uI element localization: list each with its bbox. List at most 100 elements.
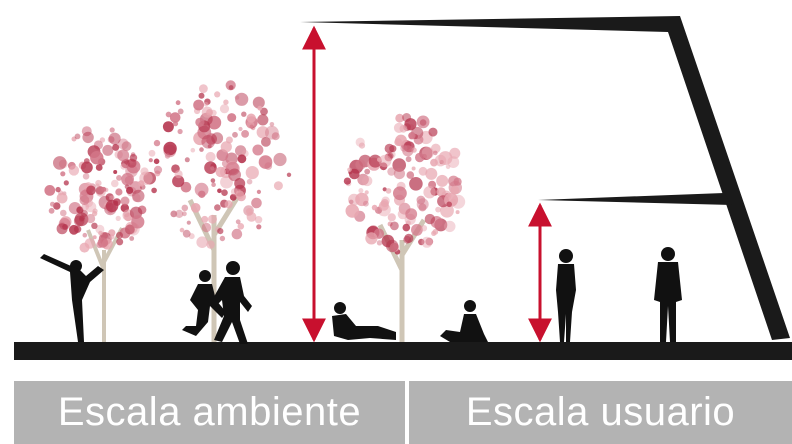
foliage-dot [404,118,417,131]
foliage-dot [238,126,243,132]
foliage-dot [252,96,265,109]
foliage-dot [153,165,163,174]
foliage-dot [63,180,69,186]
foliage-dot [91,210,98,217]
foliage-dot [165,111,172,118]
foliage-dot [234,178,246,189]
foliage-dot [86,213,96,224]
foliage-dot [418,203,427,212]
foliage-dot [405,208,418,221]
foliage-dot [198,92,205,99]
foliage-dot [217,228,224,235]
foliage-dot [132,189,145,203]
foliage-dot [76,206,84,214]
foliage-dot [210,178,216,183]
foliage-dot [257,114,269,126]
foliage-dot [430,158,438,167]
foliage-dot [425,167,438,180]
foliage-dot [138,180,145,187]
foliage-dot [378,154,392,168]
foliage-dot [182,211,187,217]
foliage-dot [256,189,261,194]
foliage-dot [402,145,414,157]
foliage-dot [376,240,383,246]
foliage-dot [257,105,263,111]
foliage-dot [444,220,456,233]
ambient-scale-label: Escala ambiente [14,381,405,444]
foliage-dot [382,187,387,192]
foliage-dot [116,175,122,181]
foliage-dot [343,177,351,185]
foliage-dot [151,187,157,194]
foliage-dot [271,132,280,141]
foliage-dot [120,163,127,170]
foliage-dot [418,238,425,246]
foliage-dot [254,216,263,224]
foliage-dot [445,164,451,170]
foliage-dot [252,144,264,156]
foliage-dot [115,215,121,221]
foliage-dot [207,144,212,149]
foliage-dot [418,166,428,176]
foliage-dot [174,170,183,179]
foliage-dot [385,188,392,194]
foliage-dot [423,186,436,199]
foliage-dot [435,206,441,213]
foliage-dot [393,186,407,201]
foliage-dot [199,84,208,93]
foliage-dot [91,222,98,229]
yoga-figure-silhouette [40,254,104,342]
foliage-dot [101,186,107,192]
foliage-dot [177,128,183,135]
foliage-dot [129,236,135,241]
foliage-dot [190,203,201,213]
foliage-dot [153,158,160,165]
foliage-dot [73,215,85,227]
reclining-person-silhouette [332,302,396,340]
foliage-dot [408,132,416,140]
foliage-dot [438,151,453,166]
tree-center-left [148,80,292,345]
foliage-dot [177,108,184,115]
foliage-dot [237,223,245,230]
foliage-dot [421,236,433,248]
foliage-dot [221,189,228,196]
foliage-dot [265,125,279,140]
foliage-dot [347,167,352,173]
foliage-dot [406,171,415,179]
foliage-dot [206,240,215,249]
foliage-dot [201,222,212,233]
foliage-dot [208,214,217,224]
foliage-dot [228,168,242,182]
foliage-dot [409,177,423,191]
foliage-dot [286,172,292,177]
tree-left [44,126,156,345]
foliage-dot [50,201,55,207]
foliage-dot [188,233,195,240]
foliage-dot [127,158,137,168]
foliage-dot [436,174,449,187]
foliage-dot [170,210,178,218]
foliage-dot [455,210,460,215]
sitting-person-silhouette [440,300,488,342]
foliage-dot [120,196,130,206]
foliage-dot [184,157,190,163]
foliage-dot [55,186,61,193]
runner-silhouette-1 [182,270,226,336]
foliage-dot [228,85,234,90]
foliage-dot [264,162,273,170]
foliage-dot [364,168,371,175]
foliage-dot [190,147,196,153]
foliage-dot [220,141,232,153]
foliage-dot [175,209,184,218]
foliage-dot [260,107,268,116]
foliage-dot [355,192,369,207]
foliage-dot [172,175,185,188]
foliage-dot [393,122,405,133]
foliage-dot [355,159,366,170]
foliage-dot [273,152,287,167]
foliage-dot [245,166,259,180]
foliage-dot [199,147,204,152]
foliage-dot [424,213,436,225]
foliage-dot [105,199,119,213]
